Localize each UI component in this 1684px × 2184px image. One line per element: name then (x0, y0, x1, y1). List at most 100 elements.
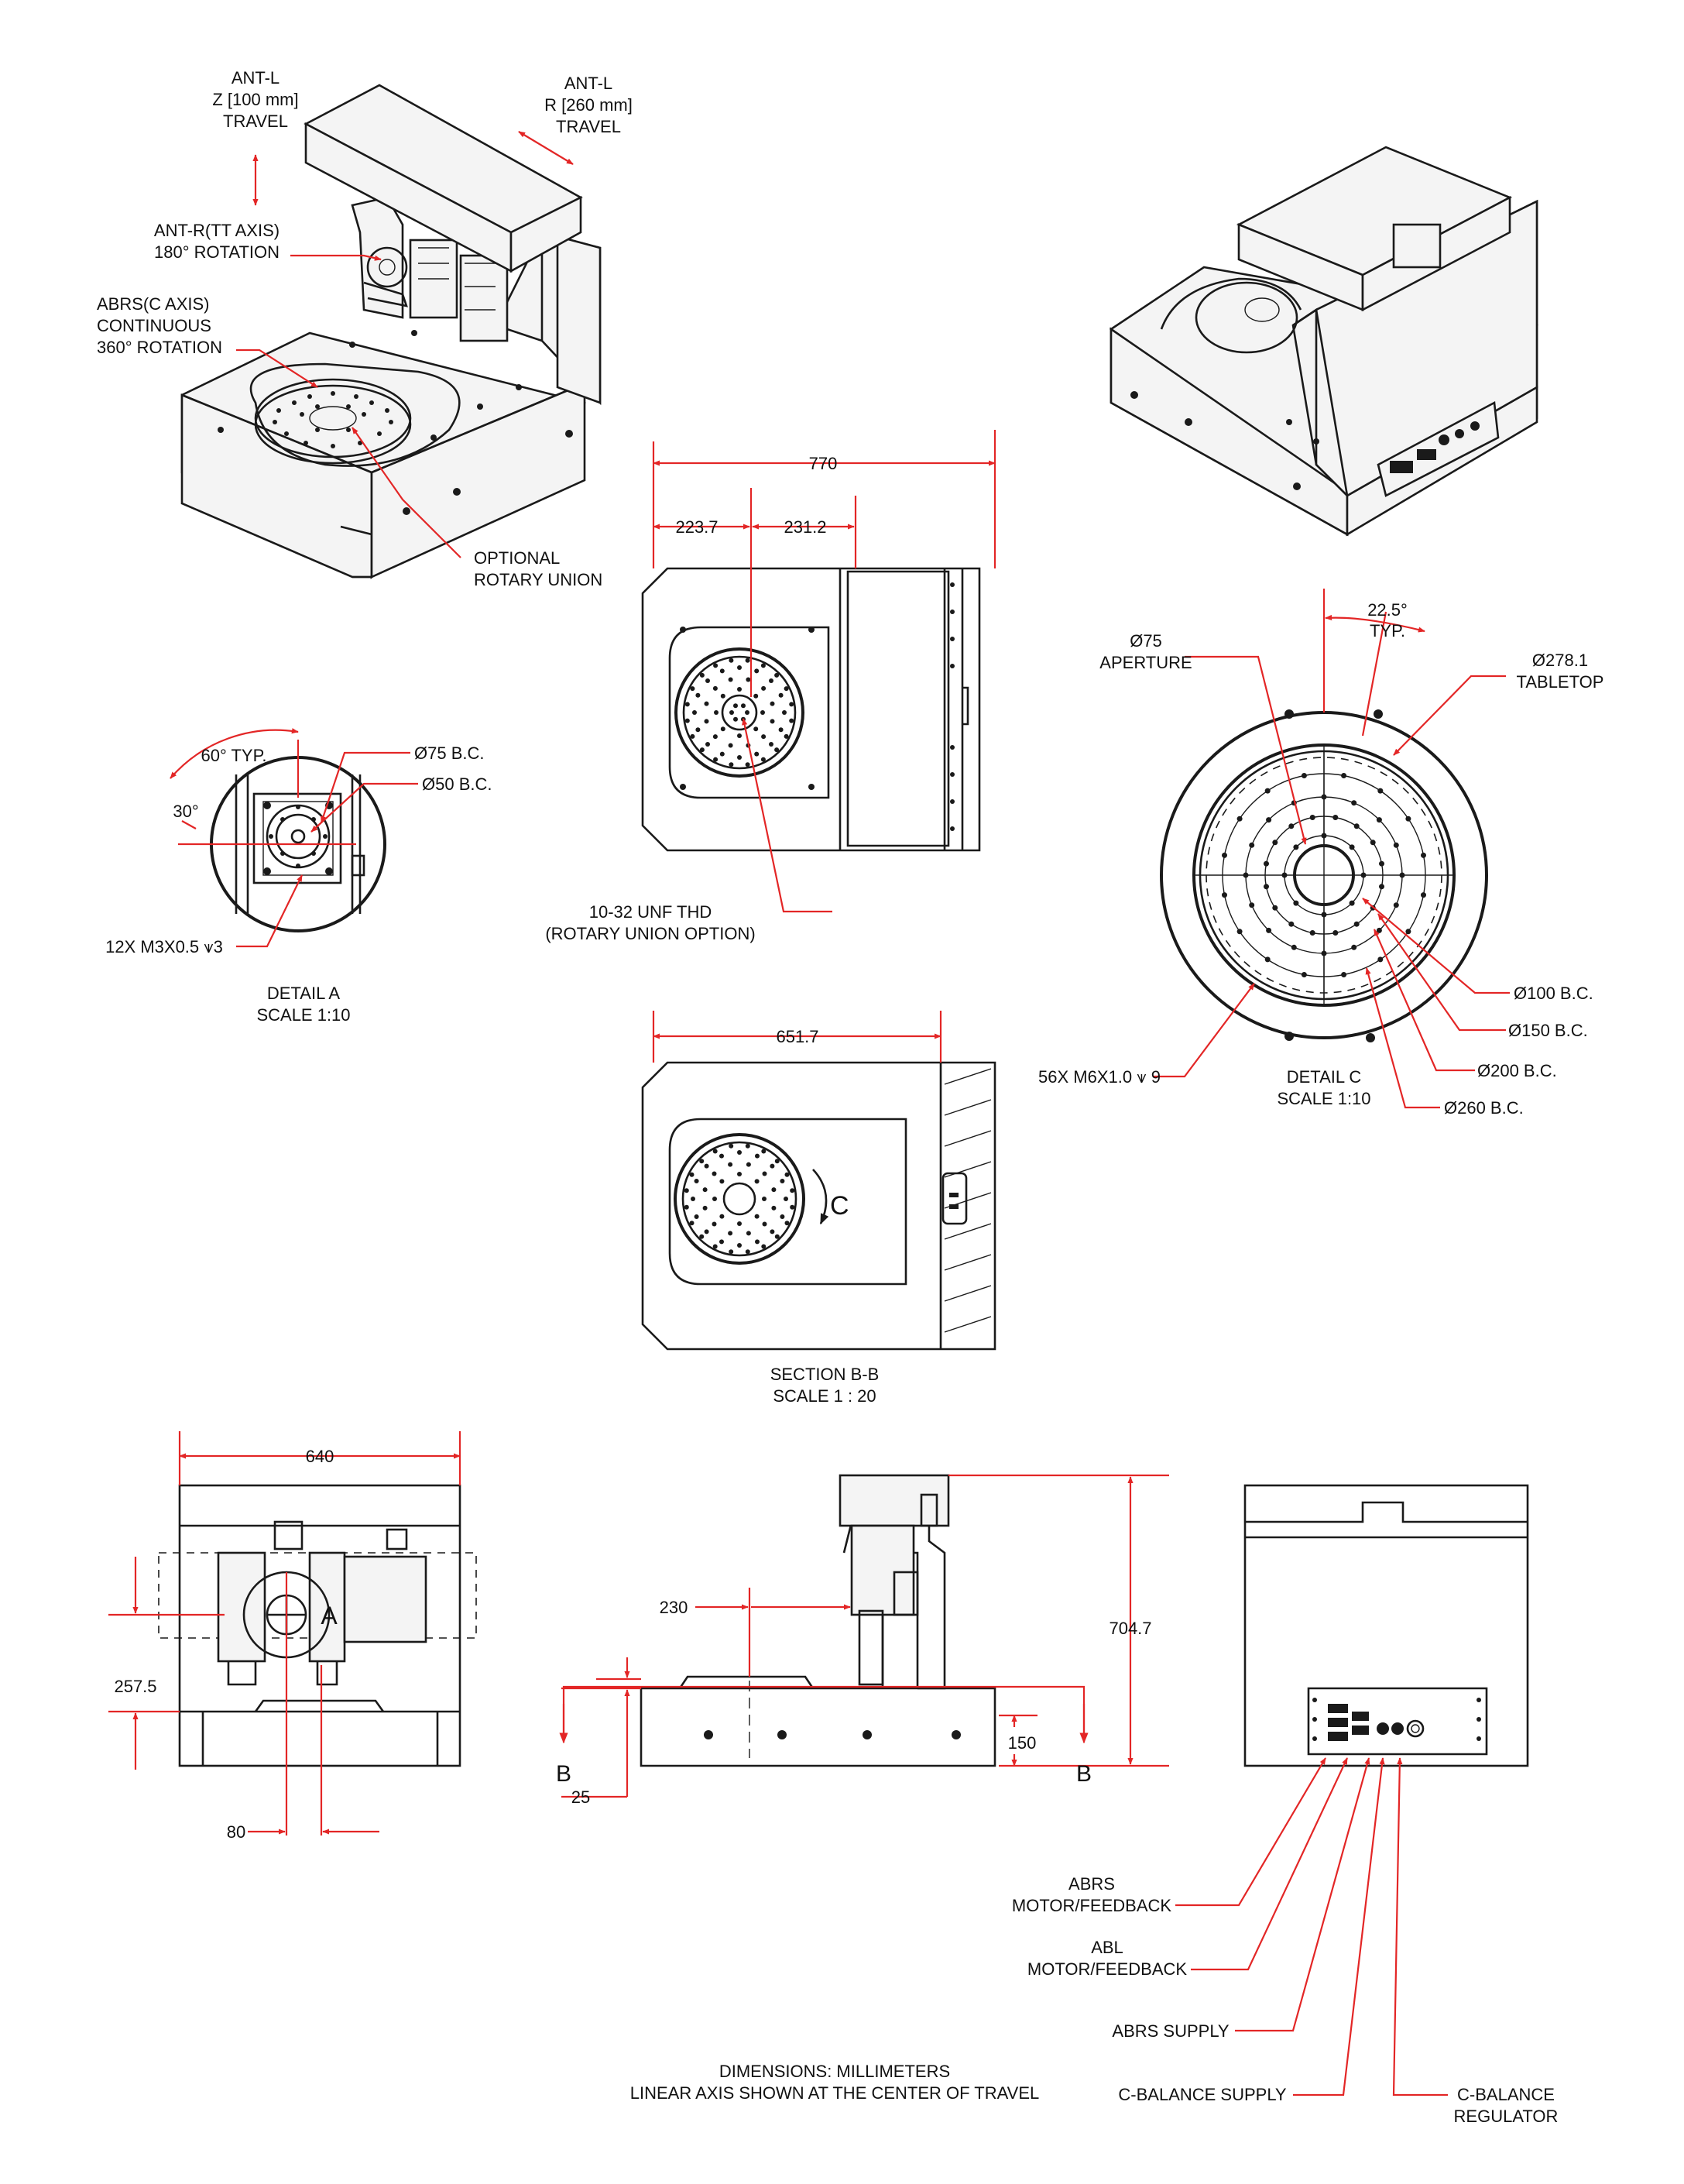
hole (754, 1214, 760, 1219)
hole (684, 1204, 689, 1210)
hole (1321, 794, 1327, 800)
hole (778, 727, 784, 733)
hole (769, 742, 773, 747)
detail-c (1160, 709, 1488, 1042)
hole (719, 668, 725, 674)
hole (1293, 844, 1299, 850)
label-tabletop-2: TABLETOP (1517, 672, 1604, 692)
dim-704-7: 704.7 (1109, 1619, 1151, 1638)
hole (704, 701, 709, 706)
label-optional-union-1: OPTIONAL (474, 548, 560, 568)
label-cbal-reg-1: C-BALANCE (1457, 2085, 1555, 2104)
section-hatch (944, 1068, 992, 1333)
hole (733, 703, 738, 709)
label-antl-z-3: TRAVEL (223, 112, 288, 131)
hole (705, 678, 710, 683)
hole (729, 658, 734, 663)
hole (769, 678, 773, 683)
hole (774, 1234, 780, 1239)
hole (745, 762, 750, 767)
hole (770, 701, 775, 706)
hole (728, 1162, 733, 1167)
hole (737, 1150, 742, 1155)
letter-a: A (321, 1602, 338, 1629)
label-bc50: Ø50 B.C. (422, 774, 492, 794)
label-abrs-c-1: ABRS(C AXIS) (97, 294, 209, 314)
hole (745, 1143, 750, 1149)
letter-b-right: B (1076, 1761, 1092, 1787)
hole (720, 693, 725, 699)
hole (699, 672, 705, 678)
label-detail-a-2: SCALE 1:10 (256, 1005, 350, 1025)
label-section-2: SCALE 1 : 20 (773, 1386, 876, 1406)
hole (1301, 773, 1307, 778)
hole (691, 1197, 695, 1201)
dim-80: 80 (227, 1822, 245, 1842)
hole (761, 734, 767, 740)
section-holes (684, 1143, 795, 1255)
hole (789, 718, 794, 723)
hole (737, 1243, 742, 1248)
label-angle-30: 30° (173, 802, 198, 821)
hole (737, 733, 742, 738)
dim-651-7: 651.7 (776, 1027, 818, 1046)
top-view-holes (684, 658, 794, 767)
section-bb (641, 1061, 996, 1351)
rear-connectors (1130, 391, 1480, 490)
hole (1264, 956, 1271, 963)
hole (692, 710, 697, 715)
label-abrs-c-2: CONTINUOUS (97, 316, 211, 335)
hole (778, 692, 784, 698)
hole (719, 1153, 724, 1159)
hole (1376, 927, 1382, 933)
hole (1393, 902, 1399, 908)
hole (713, 757, 719, 762)
hole (684, 702, 690, 707)
front-view (158, 1484, 477, 1767)
hole (1272, 905, 1278, 911)
hole (733, 716, 738, 722)
hole (1321, 912, 1327, 918)
label-optional-union-2: ROTARY UNION (474, 570, 602, 589)
hole (1288, 823, 1295, 829)
hole (753, 693, 759, 699)
hole (729, 1249, 734, 1255)
label-cbal-reg-2: REGULATOR (1454, 2107, 1559, 2126)
hole (713, 663, 719, 668)
label-thd-2: (ROTARY UNION OPTION) (545, 924, 755, 943)
label-angle-60: 60° TYP. (201, 746, 266, 765)
note-travel: LINEAR AXIS SHOWN AT THE CENTER OF TRAVE… (630, 2083, 1040, 2103)
hole (690, 733, 695, 739)
hole (719, 1179, 725, 1184)
label-abl-motor-2: MOTOR/FEEDBACK (1027, 1959, 1188, 1979)
hole (1332, 930, 1339, 936)
hole (704, 1229, 709, 1235)
label-bc150: Ø150 B.C. (1508, 1021, 1588, 1040)
hole (784, 1197, 788, 1201)
hole (760, 663, 766, 668)
label-detail-a-1: DETAIL A (267, 984, 340, 1003)
hole (1249, 842, 1255, 848)
hole (699, 747, 705, 753)
hole (712, 1244, 718, 1249)
hole (729, 762, 734, 767)
hole (780, 1214, 785, 1219)
hole (704, 1163, 709, 1169)
label-antl-r-3: TRAVEL (556, 117, 621, 136)
label-detail-c-2: SCALE 1:10 (1277, 1089, 1370, 1108)
hole (712, 1171, 717, 1176)
base-bolts (218, 330, 573, 515)
hole (774, 672, 780, 678)
label-abrs-c-3: 360° ROTATION (97, 338, 222, 357)
hole (754, 751, 760, 757)
hole (1351, 944, 1357, 950)
hole (1405, 816, 1411, 822)
hole (729, 710, 734, 715)
hole (1341, 773, 1347, 778)
label-abrs-motor-2: MOTOR/FEEDBACK (1012, 1896, 1172, 1915)
hole (789, 702, 794, 707)
hole (729, 1143, 734, 1149)
hole (1353, 823, 1360, 829)
hole (774, 747, 780, 753)
hole (702, 1187, 708, 1193)
